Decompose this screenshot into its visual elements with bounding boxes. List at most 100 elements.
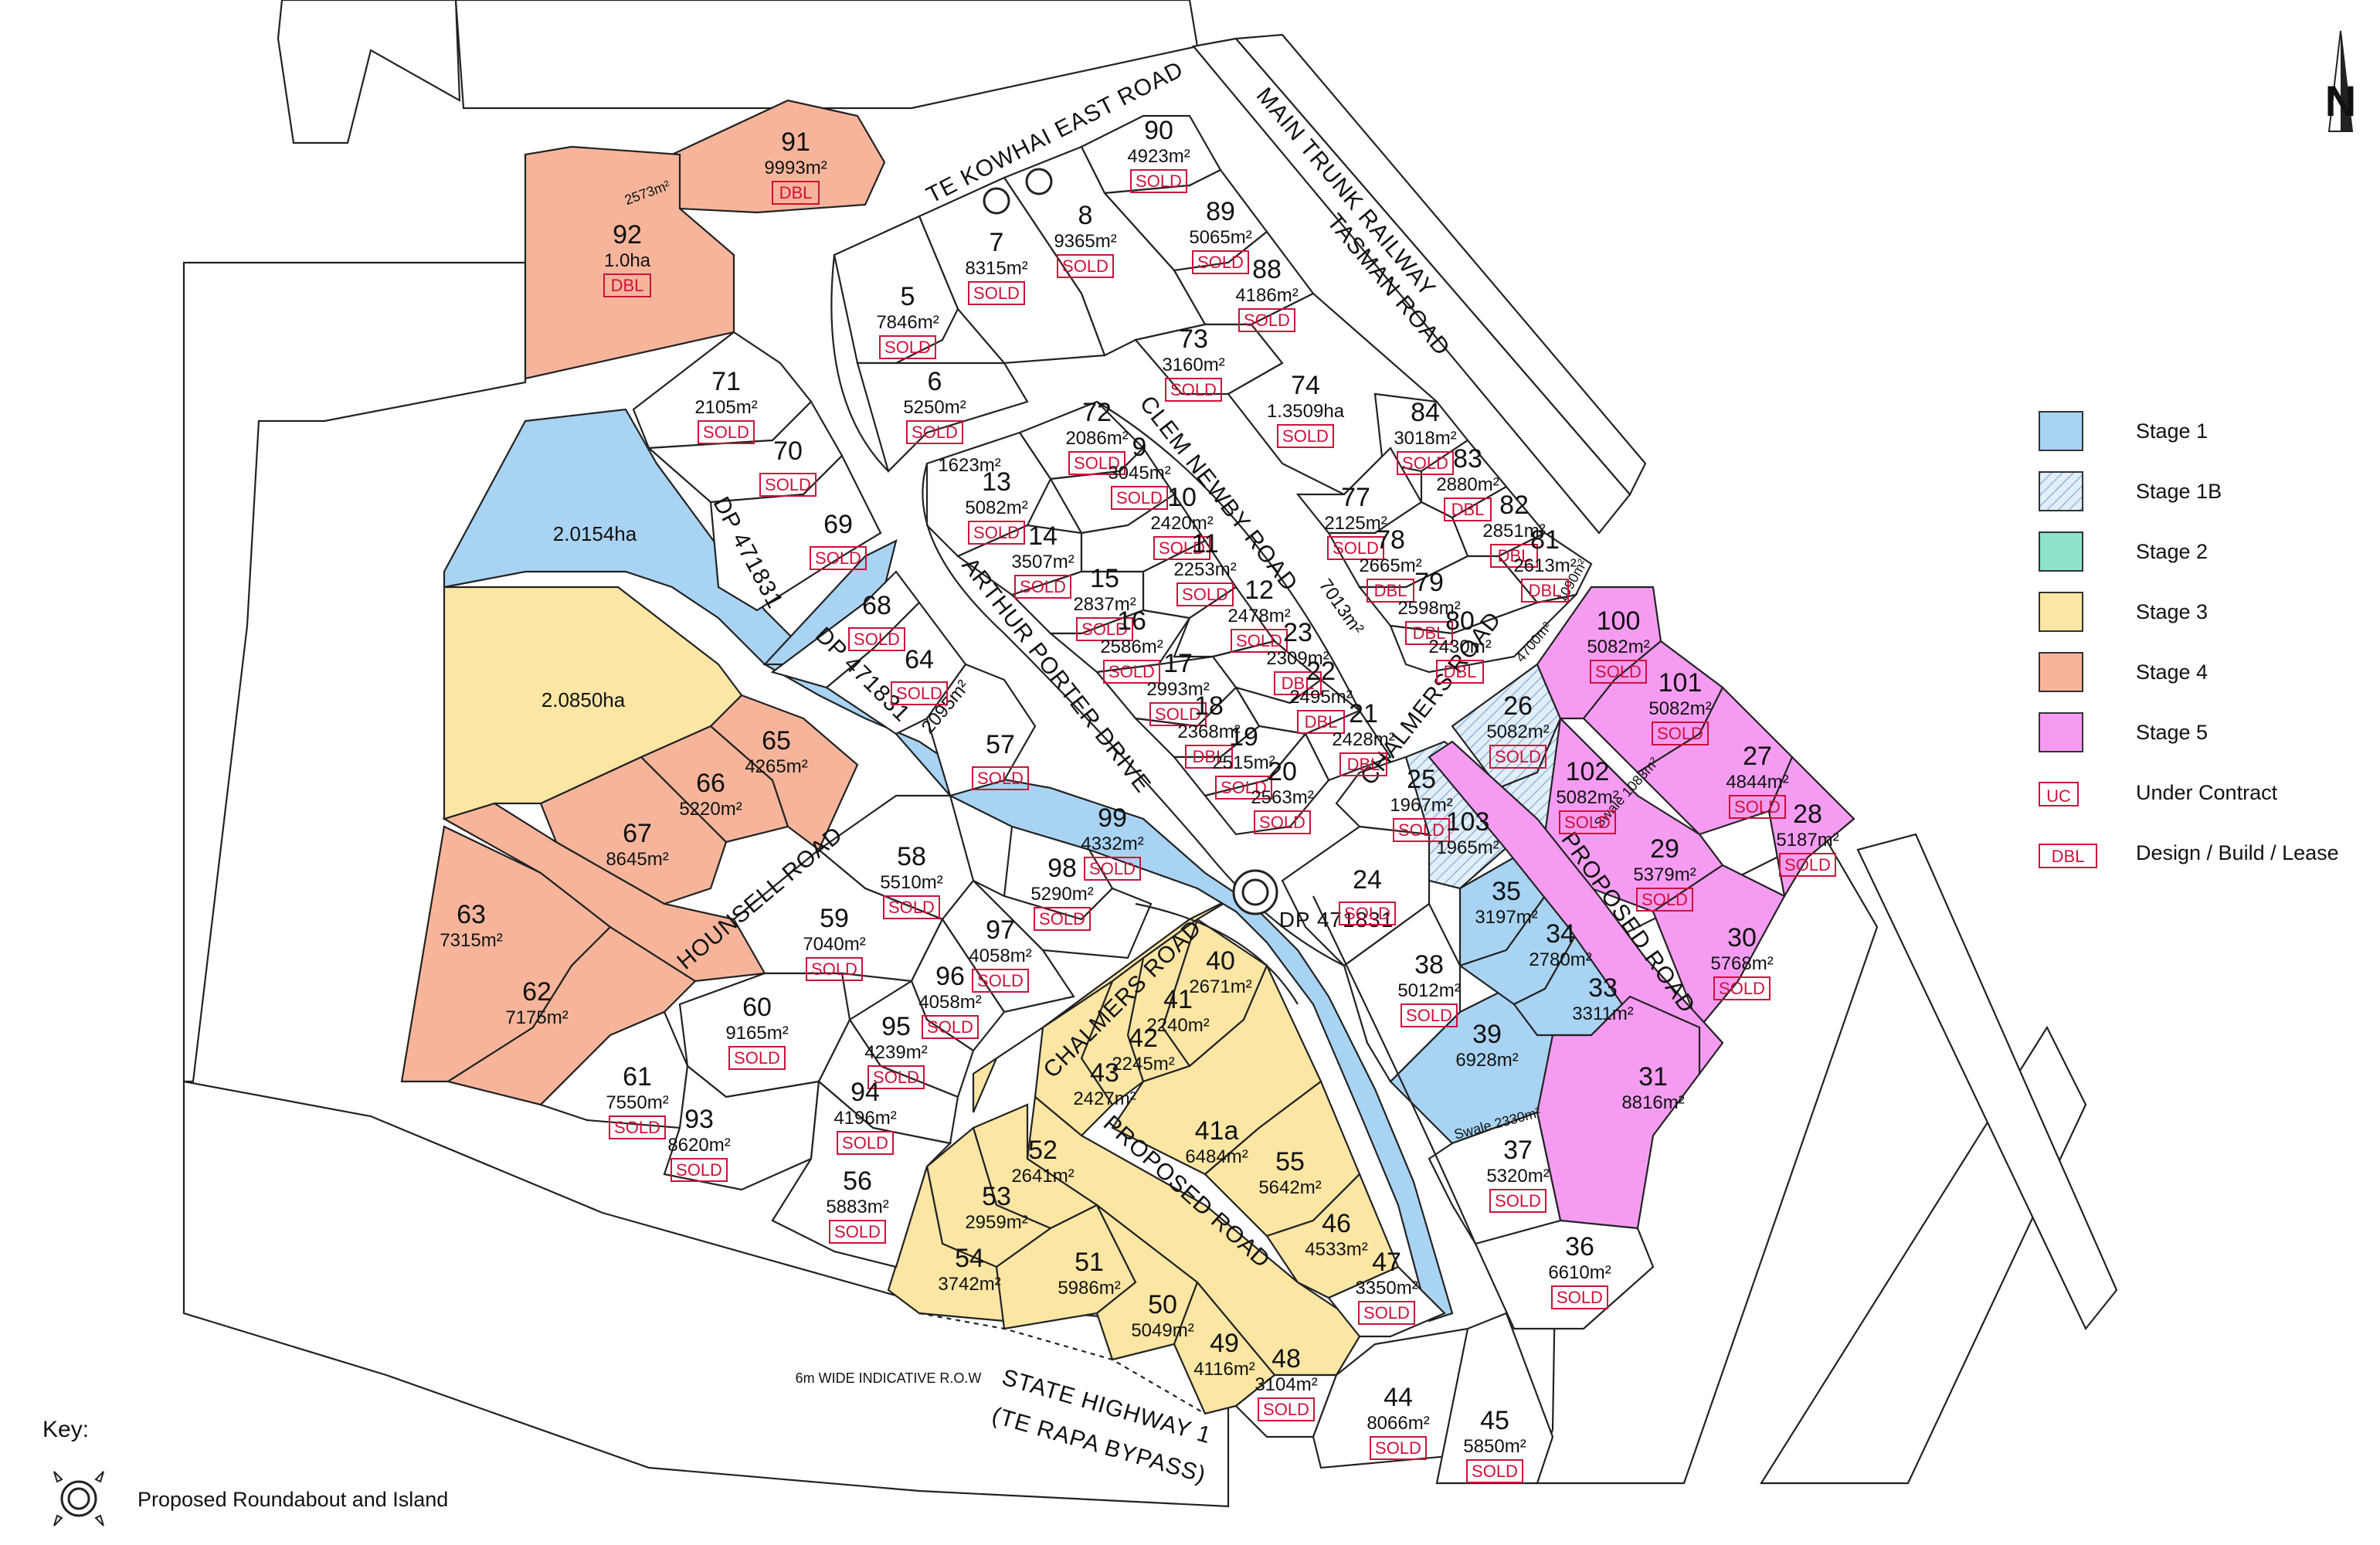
lot-area: 8066m² <box>1367 1413 1429 1434</box>
legend-item-stage-3: Stage 3 <box>2039 592 2208 632</box>
lot-number: 38 <box>1414 950 1444 980</box>
status-tag-box <box>671 1158 728 1182</box>
lot-number: 65 <box>762 726 791 756</box>
status-tag-box <box>1489 745 1546 769</box>
lot-area: 3104m² <box>1255 1374 1317 1395</box>
status-tag: SOLD <box>1495 1191 1541 1211</box>
roundabout-te-kowhai <box>983 168 1053 215</box>
status-tag: SOLD <box>1062 256 1109 276</box>
legend-label: Stage 4 <box>2136 660 2208 684</box>
lot-number: 33 <box>1588 973 1618 1003</box>
lot-area: 4923m² <box>1127 146 1190 167</box>
lot-area: 2993m² <box>1146 679 1209 700</box>
status-tag: SOLD <box>1402 453 1448 473</box>
lot-number: 27 <box>1743 742 1772 771</box>
label-row: 6m WIDE INDICATIVE R.O.W <box>796 1370 982 1386</box>
lot-area: 1.3509ha <box>1267 401 1345 422</box>
lot-area: 6928m² <box>1455 1050 1518 1071</box>
chalmers-south-road <box>972 895 1237 1113</box>
status-tag: SOLD <box>765 475 811 494</box>
lot-number: 70 <box>773 436 803 466</box>
status-tag-box <box>1559 810 1616 834</box>
parcel-tasman-corridor <box>1234 33 1647 496</box>
parcel-far-north <box>454 0 1199 110</box>
status-tag-box <box>1590 660 1647 684</box>
lot-91 <box>671 99 886 214</box>
lot-area: 4332m² <box>1081 834 1143 854</box>
status-tag-box <box>1149 702 1207 726</box>
lot-area: 2420m² <box>1150 513 1213 534</box>
status-tag-box <box>1489 1189 1546 1213</box>
lot-number: 30 <box>1727 923 1757 952</box>
status-tag: SOLD <box>1398 820 1445 840</box>
lot-number: 8 <box>1078 201 1093 230</box>
status-tag: SOLD <box>1155 705 1201 724</box>
lot-area: 2515m² <box>1212 752 1275 773</box>
lot-number: 103 <box>1446 807 1490 837</box>
lot-number: 102 <box>1566 757 1610 786</box>
roundabout-inner <box>1241 878 1269 906</box>
lot-number: 37 <box>1503 1136 1533 1165</box>
lot-area: 2641m² <box>1011 1166 1074 1187</box>
status-tag-box <box>1185 745 1233 769</box>
status-tag-box <box>1367 579 1414 603</box>
lot-number: 55 <box>1275 1147 1305 1177</box>
status-tag-box <box>1327 536 1384 560</box>
lot-area: 2613m² <box>1513 555 1576 576</box>
lot-number: 90 <box>1144 116 1173 145</box>
lot-area: 2086m² <box>1065 428 1128 449</box>
lot-area: 8645m² <box>606 849 668 870</box>
legend-tag-box <box>2039 844 2097 868</box>
status-tag: SOLD <box>1136 171 1182 191</box>
lot-area: 4265m² <box>745 756 807 777</box>
north-label: N <box>2325 76 2356 125</box>
lot-number: 21 <box>1349 699 1378 728</box>
status-tag: SOLD <box>1784 855 1831 874</box>
status-tag-box <box>1636 888 1693 912</box>
status-tag-box <box>759 473 817 497</box>
status-tag: SOLD <box>888 898 935 917</box>
lot-area: 2665m² <box>1359 555 1421 576</box>
status-tag: DBL <box>1498 546 1531 565</box>
status-tag: SOLD <box>1236 631 1282 650</box>
lot-92 <box>524 145 735 380</box>
lot-number: 46 <box>1322 1209 1351 1238</box>
lot-area: 5510m² <box>880 872 942 893</box>
lot-area: 7315m² <box>440 930 502 951</box>
lot-area: 5049m² <box>1131 1320 1193 1341</box>
north-arrow-half <box>2341 31 2352 131</box>
lot-area: 2959m² <box>965 1212 1027 1233</box>
lot-area: 5082m² <box>1486 722 1549 742</box>
status-tag-box <box>1176 582 1234 606</box>
status-tag-box <box>1436 660 1484 684</box>
lot-number: 67 <box>623 819 652 848</box>
status-tag-box <box>1297 710 1345 734</box>
lot-number: 84 <box>1411 398 1440 427</box>
lot-area: 4844m² <box>1726 772 1788 793</box>
lot-number: 97 <box>986 915 1015 945</box>
lot-number: 98 <box>1047 854 1077 883</box>
lot-number: 91 <box>781 127 810 157</box>
status-tag-box <box>1103 660 1160 684</box>
status-tag-box <box>1254 810 1311 834</box>
status-tag: SOLD <box>1259 813 1305 832</box>
